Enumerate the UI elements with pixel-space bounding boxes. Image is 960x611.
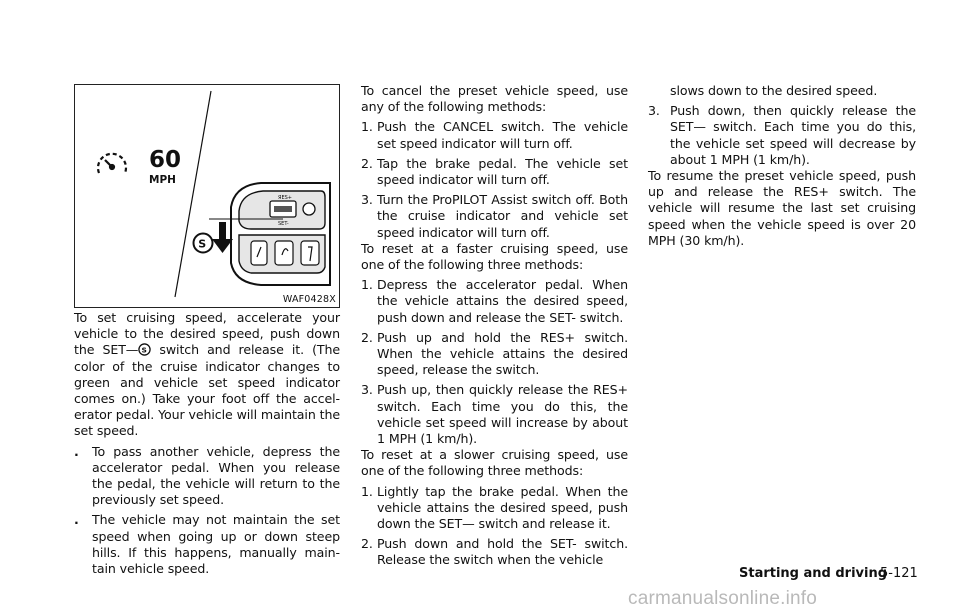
speed-value: 60 (149, 147, 181, 173)
speed-unit: MPH (149, 174, 176, 186)
set-inline-icon: S (138, 343, 152, 357)
list-item: 1.Push the CANCEL switch. The vehicle se… (361, 119, 628, 151)
bullet-text: The vehicle may not maintain the set spe… (92, 512, 340, 577)
set-speed-paragraph: To set cruising speed, accelerate your v… (74, 310, 340, 440)
section-title: Starting and driving (739, 566, 888, 581)
list-item: 3.Turn the ProPILOT Assist switch off. B… (361, 192, 628, 240)
svg-text:ЯES+: ЯES+ (278, 195, 292, 201)
set-switch-icon: S (192, 232, 214, 254)
list-item: 2.Push down and hold the SET- switch. Re… (361, 536, 628, 568)
list-item: . To pass another vehicle, depress the a… (74, 444, 340, 509)
bullet-text: To pass another vehicle, depress the acc… (92, 443, 340, 508)
faster-intro: To reset at a faster cruising speed, use… (361, 240, 628, 273)
list-item: 3.Push up, then quickly release the RES+… (361, 382, 628, 447)
list-item: . The vehicle may not maintain the set s… (74, 512, 340, 577)
speedometer-icon (96, 152, 128, 174)
list-item: 3.Push down, then quickly release the SE… (648, 103, 916, 167)
cancel-intro: To cancel the preset vehicle speed, use … (361, 83, 628, 115)
page-number: 5-121 (880, 566, 918, 581)
bullet-mark: . (74, 512, 79, 528)
steering-switch-illustration: 60 MPH ЯES+ SET- S (96, 90, 331, 298)
set-speed-text-b: switch and release it. (The color of the… (74, 342, 341, 439)
column-2: To cancel the preset vehicle speed, use … (361, 83, 628, 569)
column-1: To set cruising speed, accelerate your v… (74, 310, 340, 577)
slower-intro: To reset at a slower cruising speed, use… (361, 447, 628, 479)
list-item: 1.Depress the accelerator pedal. When th… (361, 277, 628, 325)
svg-text:SET-: SET- (278, 221, 289, 227)
list-item: 1.Lightly tap the brake pedal. When the … (361, 483, 628, 532)
steering-switch-panel: ЯES+ SET- (230, 182, 331, 286)
bullet-mark: . (74, 443, 79, 459)
list-item: 2.Push up and hold the RES+ switch. When… (361, 329, 628, 378)
svg-text:S: S (198, 237, 206, 250)
resume-paragraph: To resume the preset vehicle speed, push… (648, 168, 916, 248)
figure-code: WAF0428X (282, 294, 336, 305)
cruise-control-figure: 60 MPH ЯES+ SET- S WAF0428X (74, 84, 340, 308)
watermark: carmanualsonline.info (628, 588, 818, 609)
set-speed-text-a: To set cruising speed, accelerate your v… (74, 310, 340, 358)
list-item: 2.Tap the brake pedal. The vehicle set s… (361, 155, 628, 188)
list-item-continued: slows down to the desired speed. (670, 83, 878, 98)
down-arrow-icon (212, 222, 233, 253)
column-3: slows down to the desired speed. 3.Push … (648, 83, 916, 249)
svg-text:S: S (142, 346, 147, 355)
